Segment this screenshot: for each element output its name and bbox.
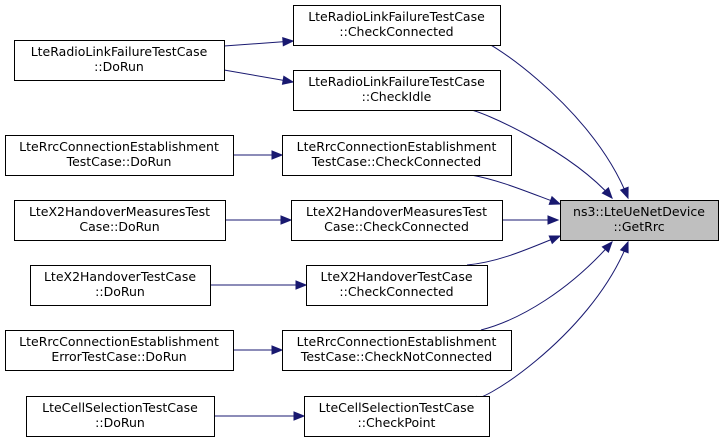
edge-cs_checkpoint-to-getrrc bbox=[476, 240, 629, 399]
node-box bbox=[5, 135, 234, 176]
node-label-line: ErrorTestCase::DoRun bbox=[51, 349, 186, 364]
node-box bbox=[293, 5, 501, 46]
node-box bbox=[291, 200, 503, 241]
node-box bbox=[304, 396, 490, 437]
edge-line bbox=[470, 174, 561, 205]
node-box bbox=[293, 70, 501, 111]
edge-rcee_dorun-to-rce_checknotconnected bbox=[233, 345, 284, 355]
edge-line bbox=[469, 109, 613, 199]
node-rce_checkconnected[interactable]: LteRrcConnectionEstablishmentTestCase::C… bbox=[282, 135, 512, 176]
edge-x2m_checkconnected-to-getrrc bbox=[502, 215, 560, 225]
node-x2_checkconnected[interactable]: LteX2HandoverTestCase::CheckConnected bbox=[306, 265, 488, 306]
node-getrrc[interactable]: ns3::LteUeNetDevice::GetRrc bbox=[560, 200, 719, 241]
node-label-line: ::CheckConnected bbox=[339, 284, 453, 299]
node-label-line: TestCase::CheckConnected bbox=[311, 154, 481, 169]
edge-rce_checkconnected-to-getrrc bbox=[470, 174, 562, 205]
node-label-line: LteRrcConnectionEstablishment bbox=[19, 334, 219, 349]
arrowhead-icon bbox=[280, 215, 293, 225]
node-label-line: LteRrcConnectionEstablishment bbox=[297, 334, 497, 349]
node-label-line: LteCellSelectionTestCase bbox=[319, 400, 475, 415]
node-label-line: ::GetRrc bbox=[613, 219, 664, 234]
edge-rlf_checkidle-to-getrrc bbox=[469, 109, 613, 200]
arrowhead-icon bbox=[282, 37, 295, 47]
node-label-line: LteX2HandoverMeasuresTest bbox=[306, 204, 487, 219]
node-cs_checkpoint[interactable]: LteCellSelectionTestCase::CheckPoint bbox=[304, 396, 490, 437]
edge-rce_dorun-to-rce_checkconnected bbox=[233, 150, 284, 160]
edge-x2_checkconnected-to-getrrc bbox=[466, 235, 562, 266]
node-box bbox=[282, 330, 512, 371]
node-rcee_dorun[interactable]: LteRrcConnectionEstablishmentErrorTestCa… bbox=[5, 330, 234, 371]
node-box bbox=[306, 265, 488, 306]
node-label-line: Case::CheckConnected bbox=[324, 219, 469, 234]
edge-rlf_dorun-to-rlf_checkconnected bbox=[223, 37, 295, 47]
arrowhead-icon bbox=[601, 186, 613, 200]
arrowhead-icon bbox=[271, 345, 284, 355]
arrowhead-icon bbox=[295, 280, 308, 290]
node-box bbox=[5, 330, 234, 371]
edge-x2m_dorun-to-x2m_checkconnected bbox=[225, 215, 293, 225]
node-box bbox=[14, 40, 225, 81]
node-label-line: ns3::LteUeNetDevice bbox=[573, 204, 705, 219]
arrowhead-icon bbox=[547, 215, 560, 225]
node-label-line: TestCase::DoRun bbox=[66, 154, 172, 169]
arrowhead-icon bbox=[601, 240, 613, 254]
node-label-line: ::CheckIdle bbox=[362, 89, 432, 104]
node-box bbox=[30, 265, 211, 306]
edge-x2_dorun-to-x2_checkconnected bbox=[210, 280, 308, 290]
node-label-line: ::DoRun bbox=[94, 59, 144, 74]
edge-line bbox=[476, 241, 629, 399]
edge-rce_checknotconnected-to-getrrc bbox=[480, 240, 613, 331]
focus-node-box bbox=[560, 200, 719, 241]
edge-rlf_dorun-to-rlf_checkidle bbox=[223, 69, 295, 85]
node-label-line: LteRadioLinkFailureTestCase bbox=[308, 9, 485, 24]
arrowhead-icon bbox=[271, 150, 284, 160]
node-label-line: ::DoRun bbox=[95, 415, 145, 430]
node-label-line: LteRrcConnectionEstablishment bbox=[19, 139, 219, 154]
arrowhead-icon bbox=[548, 195, 562, 205]
node-label-line: ::CheckPoint bbox=[358, 415, 436, 430]
node-label-line: Case::DoRun bbox=[79, 219, 159, 234]
node-label-line: TestCase::CheckNotConnected bbox=[300, 349, 492, 364]
arrowhead-icon bbox=[619, 186, 629, 200]
node-rce_dorun[interactable]: LteRrcConnectionEstablishmentTestCase::D… bbox=[5, 135, 234, 176]
node-rlf_checkconnected[interactable]: LteRadioLinkFailureTestCase::CheckConnec… bbox=[293, 5, 501, 46]
node-label-line: LteX2HandoverMeasuresTest bbox=[29, 204, 210, 219]
node-rlf_dorun[interactable]: LteRadioLinkFailureTestCase::DoRun bbox=[14, 40, 225, 81]
arrowhead-icon bbox=[281, 75, 295, 85]
edge-cs_dorun-to-cs_checkpoint bbox=[214, 411, 306, 421]
arrowhead-icon bbox=[619, 240, 629, 254]
node-label-line: LteRadioLinkFailureTestCase bbox=[31, 44, 208, 59]
node-x2_dorun[interactable]: LteX2HandoverTestCase::DoRun bbox=[30, 265, 211, 306]
node-rlf_checkidle[interactable]: LteRadioLinkFailureTestCase::CheckIdle bbox=[293, 70, 501, 111]
node-label-line: LteX2HandoverTestCase bbox=[44, 269, 196, 284]
node-cs_dorun[interactable]: LteCellSelectionTestCase::DoRun bbox=[26, 396, 215, 437]
node-box bbox=[282, 135, 512, 176]
edge-line bbox=[223, 40, 294, 47]
edge-line bbox=[480, 241, 613, 331]
edge-line bbox=[223, 69, 294, 83]
node-x2m_checkconnected[interactable]: LteX2HandoverMeasuresTestCase::CheckConn… bbox=[291, 200, 503, 241]
node-box bbox=[14, 200, 226, 241]
node-label-line: ::DoRun bbox=[95, 284, 145, 299]
node-label-line: ::CheckConnected bbox=[339, 24, 453, 39]
nodes-layer: LteRadioLinkFailureTestCase::DoRunLteRad… bbox=[5, 5, 719, 437]
node-box bbox=[26, 396, 215, 437]
node-label-line: LteX2HandoverTestCase bbox=[320, 269, 472, 284]
arrowhead-icon bbox=[293, 411, 306, 421]
node-label-line: LteRadioLinkFailureTestCase bbox=[308, 74, 485, 89]
arrowhead-icon bbox=[548, 235, 562, 245]
node-label-line: LteRrcConnectionEstablishment bbox=[297, 139, 497, 154]
node-label-line: LteCellSelectionTestCase bbox=[42, 400, 198, 415]
node-rce_checknotconnected[interactable]: LteRrcConnectionEstablishmentTestCase::C… bbox=[282, 330, 512, 371]
